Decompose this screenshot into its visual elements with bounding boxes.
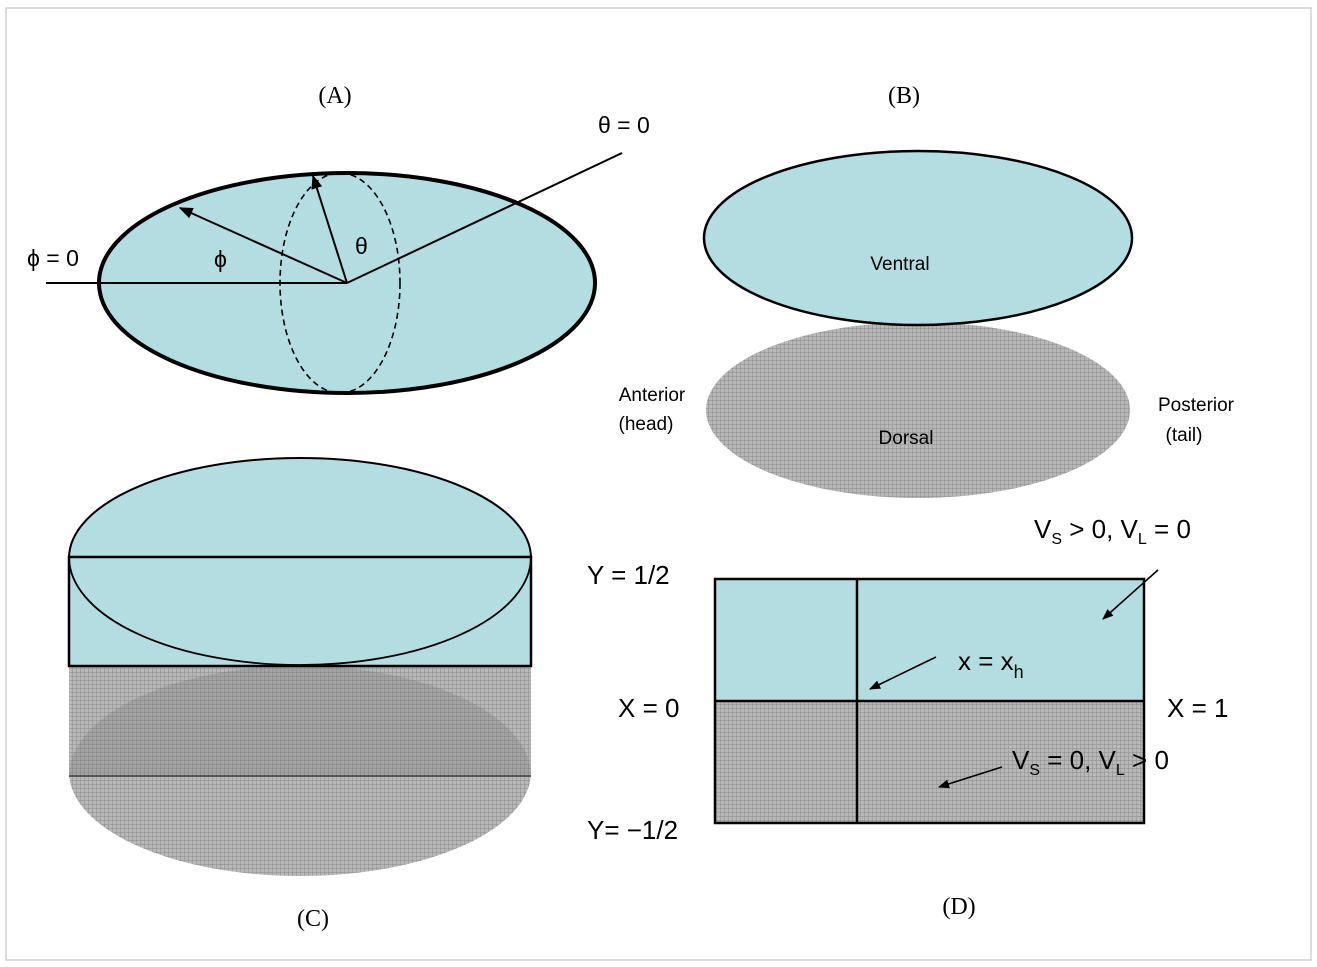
xh-label-main: x = x [958,646,1014,676]
top-vs: V [1034,514,1052,544]
bot-vs: V [1012,745,1030,775]
figure-frame [5,7,1312,961]
top-velocity-arrow [1102,569,1159,620]
bot-vl-eq: > 0 [1125,745,1169,775]
panel-c: (C) [67,457,533,932]
dorsal-label: Dorsal [879,428,934,449]
panel-d-label: (D) [942,894,975,920]
dorsal-ellipse [706,322,1130,498]
panel-d-bottom-region [715,701,1144,823]
panel-c-grey-band [69,666,531,776]
bot-vs-sub: S [1029,762,1040,779]
bottom-velocity-arrow [937,766,1003,789]
theta-zero-axis [346,152,623,284]
xh-label: x = xh [958,646,1024,682]
posterior-sub-label: (tail) [1166,425,1203,446]
phi-radius-arrow [178,207,348,284]
y-bottom-label: Y= −1/2 [587,815,678,845]
xh-label-sub: h [1014,662,1024,682]
anterior-label: Anterior [619,385,686,406]
bot-vl: = 0, V [1040,745,1117,775]
panel-d: (D) Y = 1/2 Y= −1/2 X = 0 X = 1 x = xh V… [587,514,1228,920]
xh-arrow [868,656,937,690]
panel-c-label: (C) [297,906,329,932]
ventral-label: Ventral [870,254,929,275]
bot-vl-sub: L [1116,762,1125,779]
panel-d-top-region [715,579,1144,701]
anterior-sub-label: (head) [619,414,674,435]
ventral-ellipse [702,149,1134,327]
panel-c-blue-band [67,555,533,668]
theta-zero-label: θ = 0 [598,112,650,138]
posterior-label: Posterior [1158,395,1235,416]
phi-angle-label: ϕ [214,246,227,272]
top-vl-eq: = 0 [1147,514,1191,544]
x-right-label: X = 1 [1167,693,1228,723]
x-left-label: X = 0 [618,693,679,723]
panel-a: (A) θ = 0 ϕ = 0 ϕ θ [27,83,650,395]
phi-zero-label: ϕ = 0 [27,245,79,271]
panel-a-label: (A) [318,83,351,109]
y-top-label: Y = 1/2 [587,560,670,590]
bottom-velocity-label: VS = 0, VL > 0 [1012,745,1169,779]
top-vl-sub: L [1138,531,1147,548]
panel-b-label: (B) [888,83,920,109]
top-vl: > 0, V [1062,514,1139,544]
panel-c-dark-dome [69,666,531,776]
top-velocity-label: VS > 0, VL = 0 [1034,514,1191,548]
top-vs-sub: S [1051,531,1062,548]
panel-c-inner-arc [68,556,532,666]
theta-angle-label: θ [355,233,368,259]
theta-radius-arrow [311,174,348,284]
panel-b: (B) Ventral Dorsal Anterior (head) Poste… [619,83,1235,498]
